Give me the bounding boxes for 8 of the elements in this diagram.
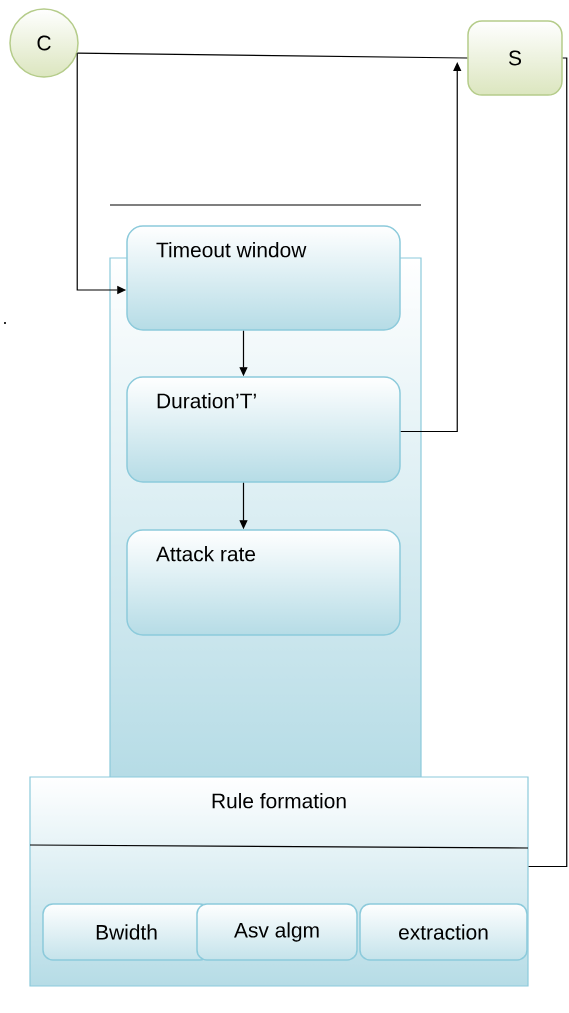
process-box: Duration’T’	[126, 376, 401, 483]
process-box: Attack rate	[126, 529, 401, 636]
arrow	[400, 62, 462, 433]
module-box: Asv algm	[196, 903, 358, 961]
server-node: S	[467, 20, 563, 96]
module-box: extraction	[359, 903, 528, 961]
process-box: Timeout window	[126, 225, 401, 331]
module-box: Bwidth	[42, 903, 211, 961]
